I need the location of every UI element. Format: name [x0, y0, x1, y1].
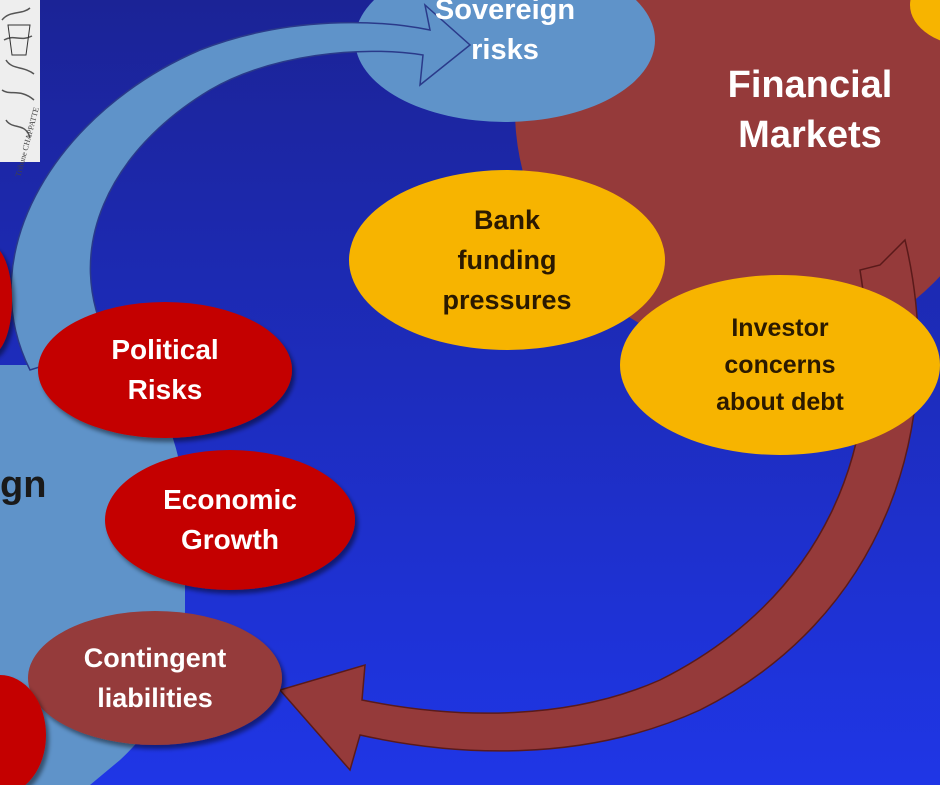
contingent-liabilities-label: Contingent liabilities	[83, 643, 227, 713]
political-risks-ellipse	[38, 302, 292, 438]
red-partial-ellipse-top	[0, 251, 12, 349]
investor-concerns-label: Investor concerns about debt	[716, 313, 844, 416]
political-risks-label: Political Risks	[111, 334, 219, 405]
cartoon-image: Tribune CHAPPATTE	[0, 0, 41, 178]
red-cycle-arrow	[278, 238, 919, 772]
economic-growth-ellipse	[105, 450, 355, 590]
sovereign-partial-label: gn	[0, 464, 47, 506]
blue-cycle-arrow	[10, 2, 472, 371]
red-partial-ellipse-bottom	[0, 675, 46, 785]
bank-funding-ellipse	[349, 170, 665, 350]
investor-concerns-ellipse	[620, 275, 940, 455]
financial-markets-label: Financial Markets	[727, 64, 893, 156]
sovereign-risks-label: Sovereign risks	[434, 0, 576, 66]
economic-growth-label: Economic Growth	[163, 484, 297, 555]
bank-funding-label: Bank funding pressures	[442, 205, 572, 315]
contingent-liabilities-ellipse	[28, 611, 282, 745]
yellow-partial-ellipse	[910, 0, 940, 41]
